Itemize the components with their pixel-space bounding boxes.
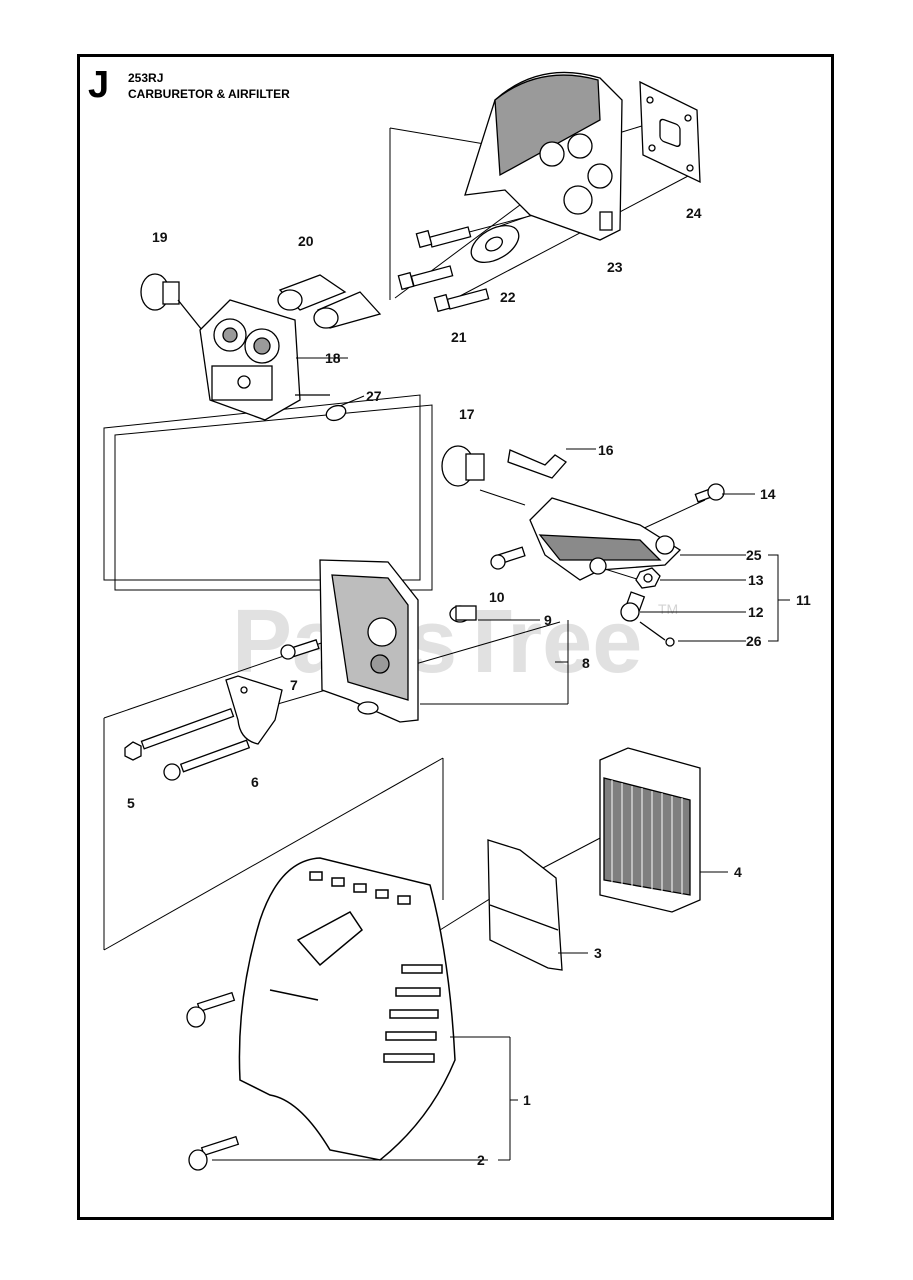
part-6-bracket: [225, 675, 283, 745]
part-26-screw: [639, 621, 675, 647]
part-3-pre-filter: [487, 839, 563, 971]
callout-20: 20: [298, 233, 314, 249]
callout-24: 24: [686, 205, 702, 221]
part-12-pin: [620, 591, 646, 622]
part-14-screw: [694, 483, 725, 503]
callout-25: 25: [746, 547, 762, 563]
diagram-title: CARBURETOR & AIRFILTER: [128, 87, 290, 101]
callout-1: 1: [523, 1092, 531, 1108]
callout-11: 11: [796, 592, 811, 608]
part-8-filter-holder: [319, 559, 419, 723]
callout-26: 26: [746, 633, 762, 649]
part-23-intake-housing: [464, 71, 623, 241]
part-7-screw: [280, 639, 320, 660]
part-10-screw: [490, 546, 526, 570]
part-18-carburetor: [199, 299, 330, 421]
callout-18: 18: [325, 350, 341, 366]
watermark: PartsTree: [232, 592, 642, 692]
callout-13: 13: [748, 572, 764, 588]
part-4-air-filter: [599, 747, 701, 913]
part-5-bolts: [124, 707, 251, 781]
callout-19: 19: [152, 229, 168, 245]
model-number: 253RJ: [128, 71, 164, 85]
callout-22: 22: [500, 289, 516, 305]
callout-21: 21: [451, 329, 467, 345]
callout-8: 8: [582, 655, 590, 671]
part-2-screws: [186, 991, 240, 1171]
part-1-filter-cover: [238, 857, 456, 1161]
callout-4: 4: [734, 864, 742, 880]
callout-6: 6: [251, 774, 259, 790]
callout-23: 23: [607, 259, 623, 275]
part-20-hoses: [277, 274, 382, 329]
callout-17: 17: [459, 406, 475, 422]
callout-2: 2: [477, 1152, 485, 1168]
part-9-fitting: [449, 605, 477, 623]
callout-27: 27: [366, 388, 382, 404]
section-letter: J: [88, 64, 110, 106]
part-22-gasket: [470, 224, 520, 264]
part-13-nut: [635, 567, 661, 589]
callout-16: 16: [598, 442, 614, 458]
part-24-gasket: [639, 80, 701, 184]
callout-3: 3: [594, 945, 602, 961]
part-17-bulb: [441, 445, 485, 487]
callout-5: 5: [127, 795, 135, 811]
throttle-bracket: [529, 497, 682, 581]
part-21-screws: [397, 226, 490, 313]
callout-10: 10: [489, 589, 505, 605]
callout-12: 12: [748, 604, 764, 620]
part-19-primer-bulb: [140, 273, 211, 341]
callout-9: 9: [544, 612, 552, 628]
part-27-plug: [325, 404, 347, 422]
callout-7: 7: [290, 677, 298, 693]
part-16-tube: [507, 449, 567, 479]
diagram-frame: [77, 54, 834, 1220]
watermark-trademark: TM: [658, 601, 678, 617]
callout-14: 14: [760, 486, 776, 502]
